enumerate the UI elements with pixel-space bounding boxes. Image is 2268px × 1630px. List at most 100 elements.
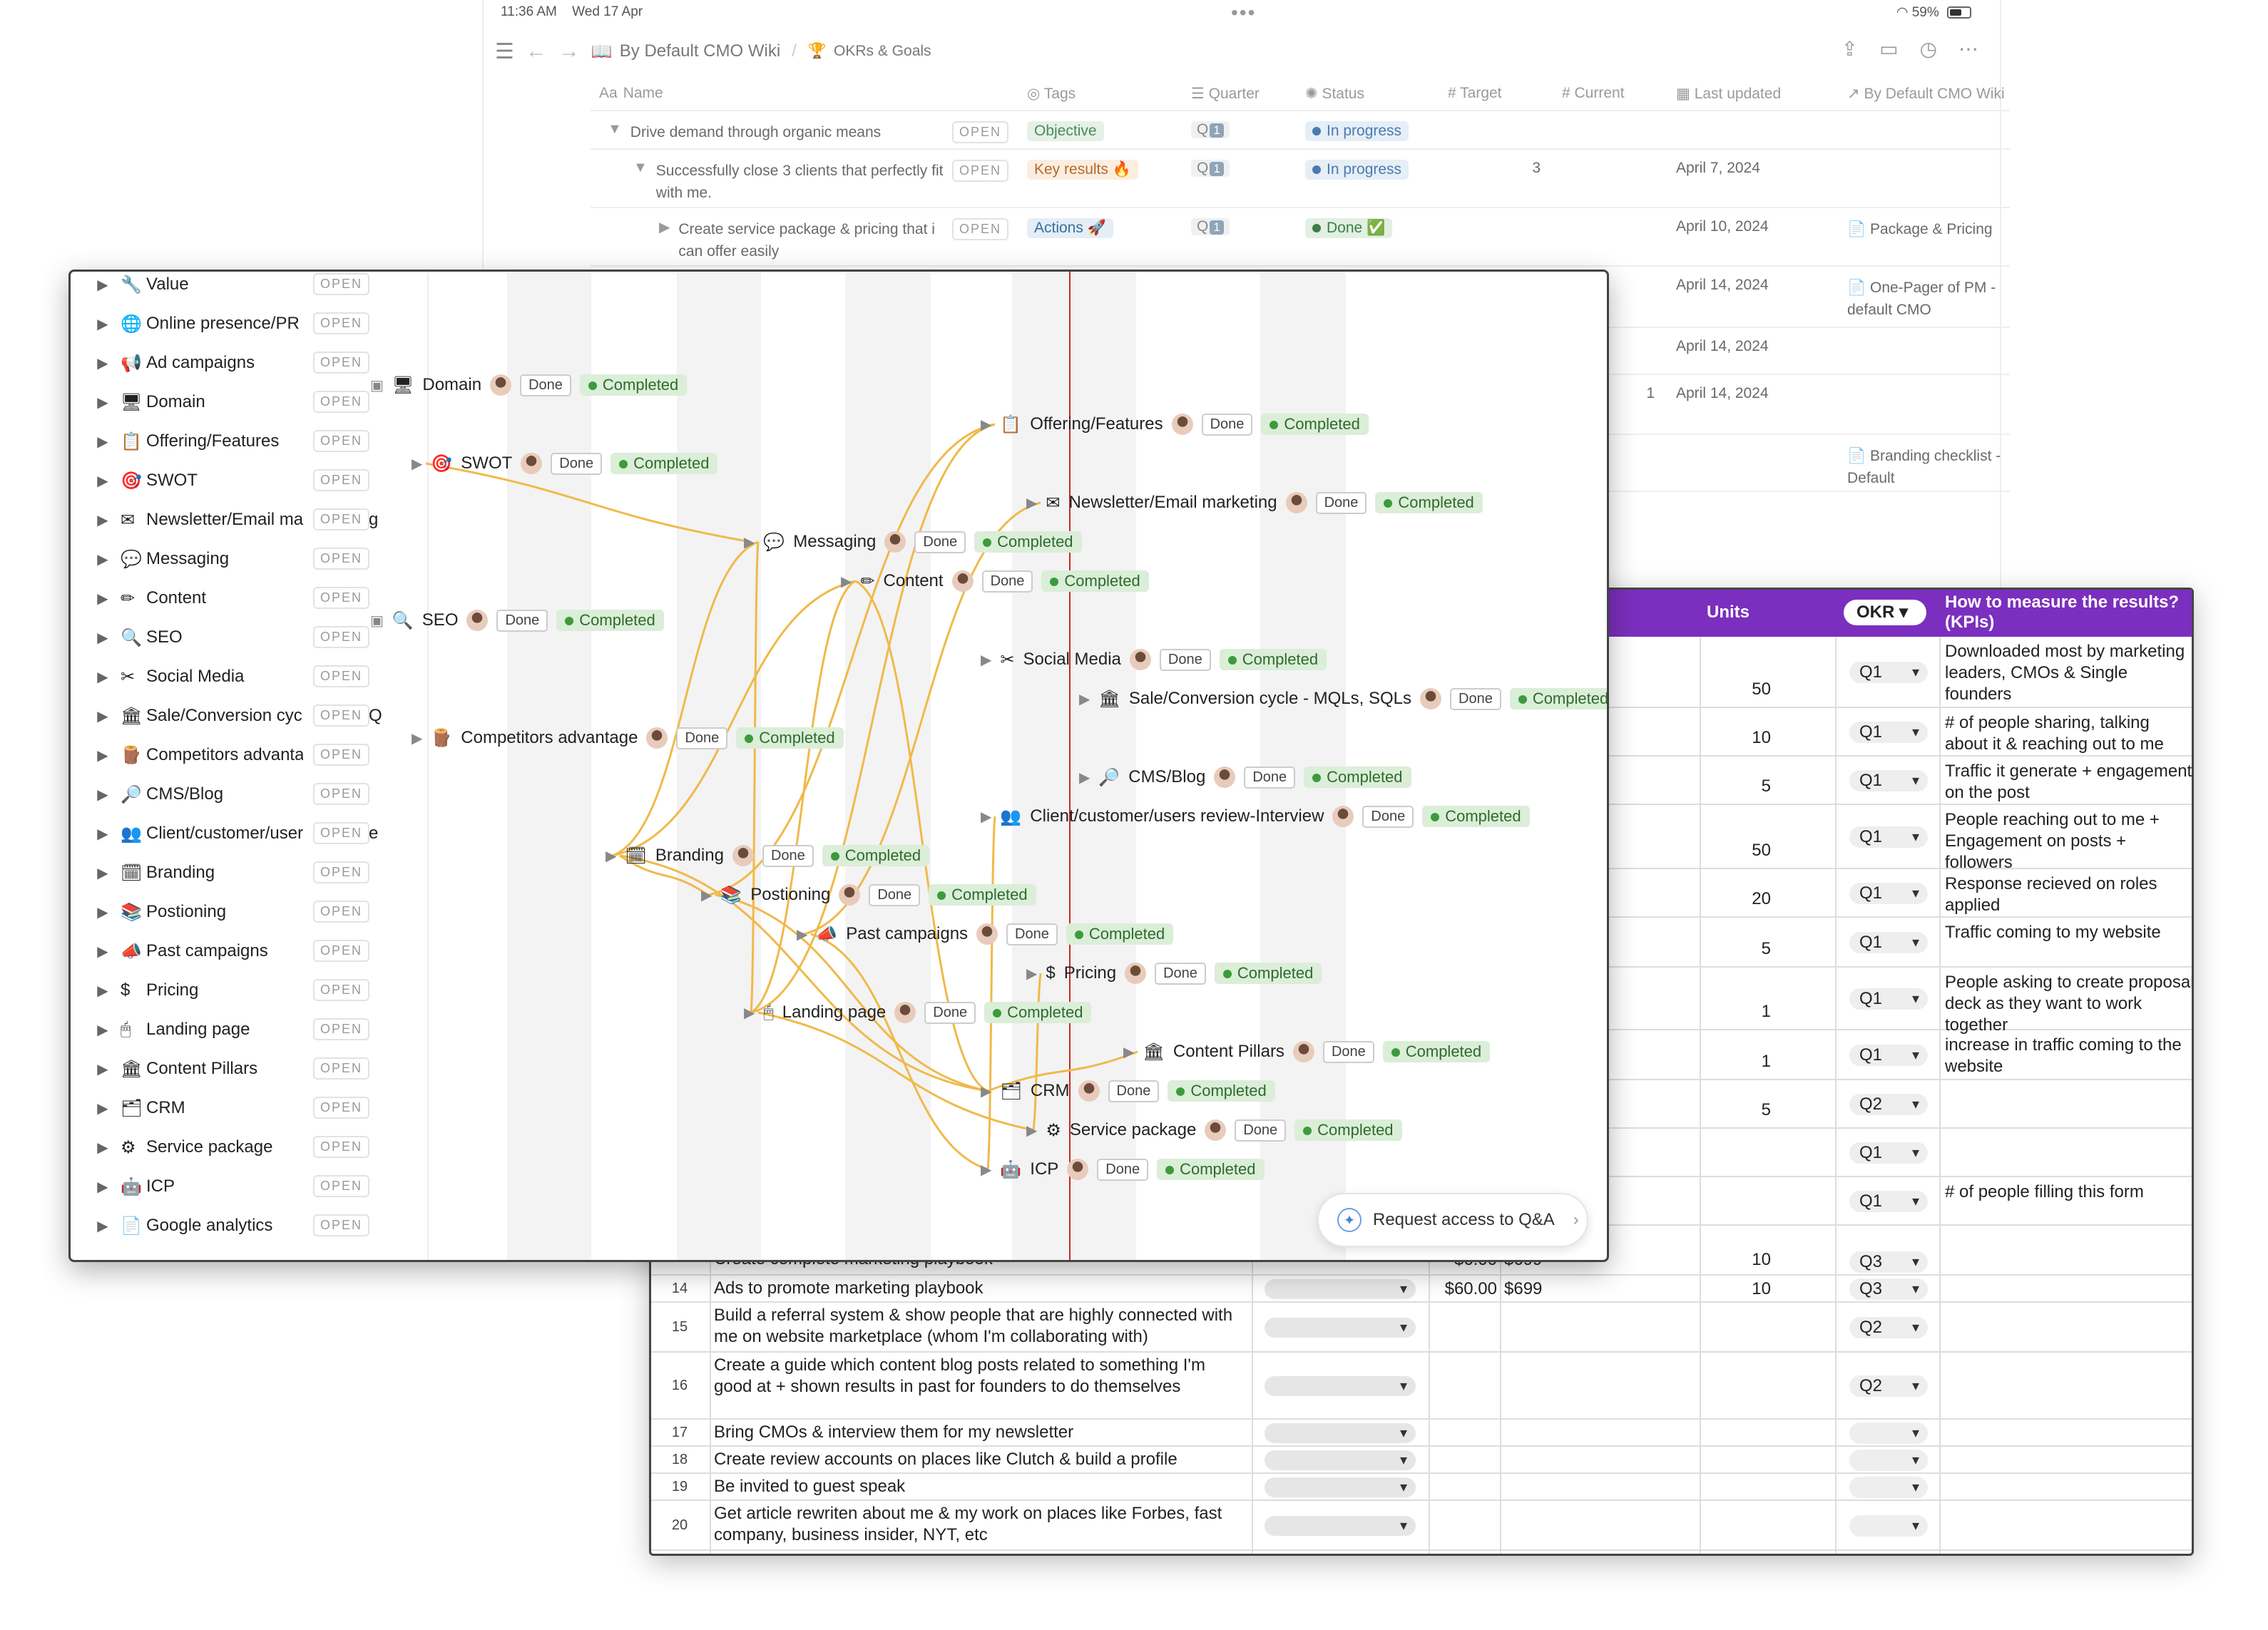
- map-list-item[interactable]: ▶ 📚 Postioning OPEN: [85, 892, 427, 932]
- map-node-service[interactable]: ▶ ⚙ Service package Done Completed: [1026, 1116, 1402, 1144]
- category-select[interactable]: [1265, 1516, 1416, 1536]
- expand-toggle-icon[interactable]: ▶: [981, 1162, 992, 1178]
- breadcrumb-okrs[interactable]: 🏆 OKRs & Goals: [808, 43, 931, 60]
- okr-quarter-select[interactable]: Q1: [1849, 722, 1928, 743]
- avatar[interactable]: [521, 453, 543, 474]
- col-relation[interactable]: ↗ By Default CMO Wiki: [1847, 85, 2005, 102]
- map-node-swot[interactable]: ▶ 🎯 SWOT Done Completed: [412, 449, 718, 478]
- history-icon[interactable]: ◷: [1919, 38, 1937, 60]
- collapse-box-icon[interactable]: ▣: [370, 377, 384, 394]
- back-arrow-icon[interactable]: ←: [525, 39, 547, 63]
- forward-arrow-icon[interactable]: →: [558, 39, 580, 63]
- expand-toggle-icon[interactable]: ▶: [97, 473, 108, 489]
- open-button[interactable]: OPEN: [313, 587, 370, 609]
- avatar[interactable]: [1285, 492, 1307, 513]
- map-list-item[interactable]: ▶ 🤖 ICP OPEN: [85, 1167, 427, 1206]
- open-button[interactable]: OPEN: [313, 273, 370, 295]
- expand-toggle-icon[interactable]: ▶: [97, 983, 108, 999]
- map-node-branding[interactable]: ▶ 🗓 Branding Done Completed: [606, 841, 930, 870]
- category-select[interactable]: [1265, 1376, 1416, 1396]
- map-list-item[interactable]: ▶ 🏛 Content Pillars OPEN: [85, 1049, 427, 1089]
- expand-toggle-icon[interactable]: ▶: [97, 786, 108, 803]
- map-list-item[interactable]: ▶ 👥 Client/customer/users OPEN e: [85, 814, 427, 854]
- map-node-competitors[interactable]: ▶ 🪵 Competitors advantage Done Completed: [412, 724, 844, 752]
- expand-toggle-icon[interactable]: ▶: [744, 1005, 755, 1021]
- expand-toggle-icon[interactable]: ▶: [97, 1022, 108, 1038]
- map-node-client[interactable]: ▶ 👥 Client/customer/users review-Intervi…: [981, 802, 1530, 831]
- open-button[interactable]: OPEN: [313, 979, 370, 1001]
- relation-value[interactable]: 📄 Package & Pricing: [1847, 221, 1993, 237]
- open-button[interactable]: OPEN: [313, 783, 370, 805]
- avatar[interactable]: [1125, 963, 1147, 984]
- map-list-item[interactable]: ▶ 🌐 Online presence/PR OPEN: [85, 304, 427, 344]
- map-node-landing[interactable]: ▶ 🖱 Landing page Done Completed: [744, 998, 1092, 1027]
- map-list-item[interactable]: ▶ $ Pricing OPEN: [85, 970, 427, 1010]
- expand-toggle-icon[interactable]: ▶: [97, 1061, 108, 1077]
- avatar[interactable]: [1171, 414, 1193, 435]
- avatar[interactable]: [466, 610, 489, 631]
- open-button[interactable]: OPEN: [313, 861, 370, 883]
- request-qa-button[interactable]: ✦ Request access to Q&A ›: [1317, 1193, 1588, 1247]
- open-button[interactable]: OPEN: [313, 312, 370, 334]
- expand-toggle-icon[interactable]: ▶: [97, 512, 108, 528]
- expand-toggle-icon[interactable]: ▶: [1026, 965, 1038, 982]
- okr-quarter-select[interactable]: Q1: [1849, 932, 1928, 953]
- map-list-item[interactable]: ▶ 📣 Past campaigns OPEN: [85, 931, 427, 971]
- expand-toggle-icon[interactable]: ▶: [97, 1139, 108, 1156]
- map-list-item[interactable]: ▶ 🔧 Value OPEN: [85, 272, 427, 304]
- map-node-newsletter[interactable]: ▶ ✉ Newsletter/Email marketing Done Comp…: [1026, 488, 1483, 517]
- expand-toggle-icon[interactable]: ▶: [1026, 495, 1038, 511]
- expand-toggle-icon[interactable]: ▶: [1079, 769, 1090, 786]
- open-button[interactable]: OPEN: [951, 218, 1008, 240]
- map-node-past[interactable]: ▶ 📣 Past campaigns Done Completed: [797, 920, 1174, 948]
- open-button[interactable]: OPEN: [313, 822, 370, 844]
- expand-toggle-icon[interactable]: ▶: [97, 394, 108, 411]
- col-target[interactable]: # Target: [1448, 85, 1502, 101]
- okr-quarter-select[interactable]: [1849, 1515, 1928, 1537]
- avatar[interactable]: [839, 884, 861, 906]
- category-select[interactable]: [1265, 1477, 1416, 1497]
- open-button[interactable]: OPEN: [313, 1097, 370, 1119]
- expand-toggle-icon[interactable]: ▶: [97, 904, 108, 921]
- okr-row[interactable]: ▶ Create service package & pricing that …: [591, 208, 2010, 267]
- col-quarter[interactable]: ☰ Quarter: [1191, 85, 1260, 102]
- map-node-pricing[interactable]: ▶ $ Pricing Done Completed: [1026, 959, 1322, 988]
- avatar[interactable]: [894, 1002, 916, 1023]
- expand-toggle-icon[interactable]: ▶: [97, 1179, 108, 1195]
- map-list-item[interactable]: ▶ 🎯 SWOT OPEN: [85, 461, 427, 501]
- avatar[interactable]: [1078, 1080, 1100, 1102]
- avatar[interactable]: [1214, 767, 1236, 788]
- expand-toggle-icon[interactable]: ▶: [1079, 691, 1090, 707]
- map-list-item[interactable]: ▶ 🖱 Landing page OPEN: [85, 1010, 427, 1050]
- col-status[interactable]: ✺ Status: [1305, 85, 1364, 102]
- expand-toggle-icon[interactable]: ▶: [841, 573, 852, 590]
- map-list-item[interactable]: ▶ 🏛 Sale/Conversion cycle OPEN Q: [85, 696, 427, 736]
- open-button[interactable]: OPEN: [313, 744, 370, 766]
- map-node-offering[interactable]: ▶ 📋 Offering/Features Done Completed: [981, 410, 1369, 439]
- map-node-cms[interactable]: ▶ 🔎 CMS/Blog Done Completed: [1079, 763, 1411, 791]
- expand-toggle-icon[interactable]: ▼: [608, 121, 622, 137]
- comment-icon[interactable]: ▭: [1879, 38, 1899, 60]
- okr-quarter-select[interactable]: Q1: [1849, 883, 1928, 904]
- okr-quarter-select[interactable]: Q1: [1849, 662, 1928, 683]
- expand-toggle-icon[interactable]: ▶: [606, 848, 617, 864]
- expand-toggle-icon[interactable]: ▶: [97, 355, 108, 371]
- expand-toggle-icon[interactable]: ▶: [97, 747, 108, 764]
- map-list-item[interactable]: ▶ 📄 Google analytics OPEN: [85, 1206, 427, 1246]
- map-node-messaging[interactable]: ▶ 💬 Messaging Done Completed: [744, 528, 1082, 556]
- map-node-icp[interactable]: ▶ 🤖 ICP Done Completed: [981, 1155, 1265, 1184]
- okr-quarter-select[interactable]: Q3: [1849, 1251, 1928, 1273]
- map-list-item[interactable]: ▶ 📢 Ad campaigns OPEN: [85, 343, 427, 383]
- expand-toggle-icon[interactable]: ▼: [633, 160, 648, 175]
- expand-toggle-icon[interactable]: ▶: [97, 630, 108, 646]
- map-node-pillars[interactable]: ▶ 🏛 Content Pillars Done Completed: [1123, 1037, 1491, 1066]
- avatar[interactable]: [976, 923, 998, 945]
- okr-quarter-select[interactable]: [1849, 1477, 1928, 1498]
- open-button[interactable]: OPEN: [313, 1214, 370, 1236]
- col-last-updated[interactable]: ▦ Last updated: [1676, 85, 1782, 102]
- open-button[interactable]: OPEN: [313, 391, 370, 413]
- okr-quarter-select[interactable]: Q2: [1849, 1094, 1928, 1115]
- map-list-item[interactable]: ▶ ⚙ Service package OPEN: [85, 1127, 427, 1167]
- open-button[interactable]: OPEN: [313, 469, 370, 491]
